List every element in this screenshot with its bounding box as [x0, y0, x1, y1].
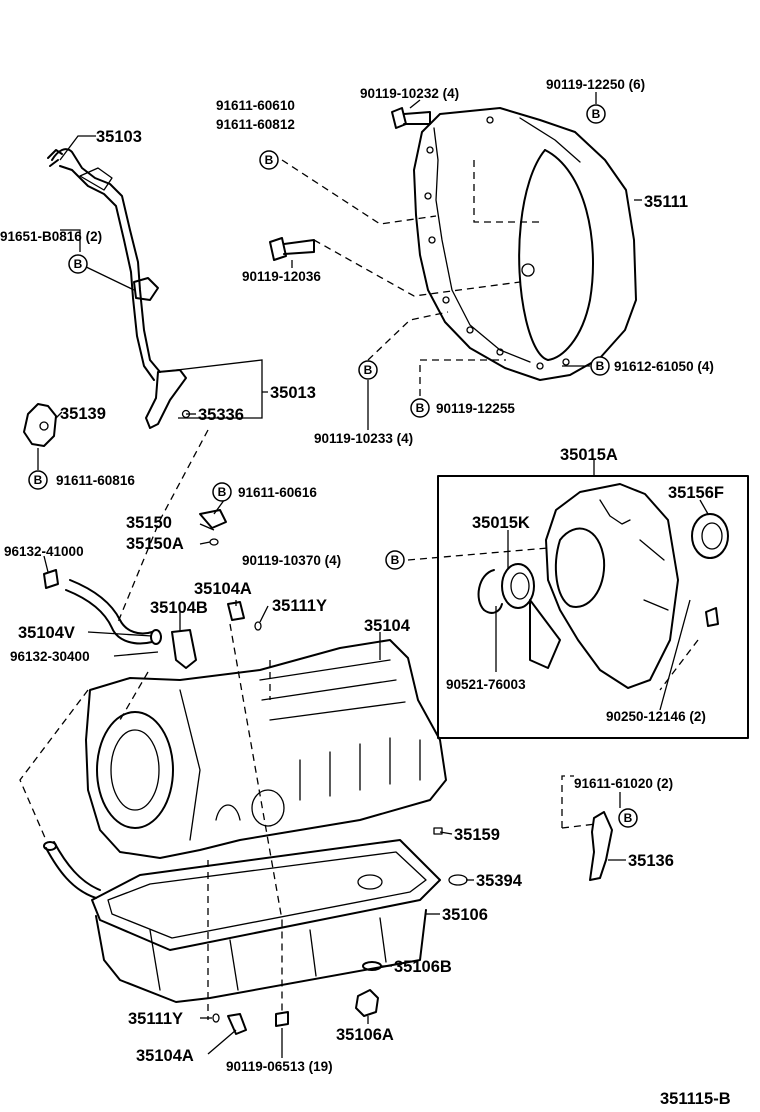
part-labels: 35103 91651-B0816 (2) 35013 35336 35139 …: [0, 77, 731, 1108]
label-35106b: 35106B: [394, 958, 452, 976]
b-marker: B: [385, 550, 405, 570]
assembly-lines: [19, 159, 699, 1020]
b-marker: B: [410, 398, 430, 418]
label-90119-12036: 90119-12036: [242, 269, 321, 284]
label-35111: 35111: [644, 193, 688, 211]
bolt-90119-12036-drawing: [269, 237, 315, 261]
label-35106a: 35106A: [336, 1026, 394, 1044]
label-91611-60812: 91611-60812: [216, 117, 295, 132]
transmission-housing-35111-drawing: [413, 107, 637, 381]
label-90119-10232: 90119-10232 (4): [360, 86, 459, 101]
label-35111y-bottom: 35111Y: [128, 1010, 183, 1028]
label-90119-06513: 90119-06513 (19): [226, 1059, 333, 1074]
svg-text:B: B: [218, 485, 227, 499]
label-35104: 35104: [364, 617, 411, 635]
filler-tube-drawing: [43, 841, 101, 899]
bolt-90119-10232-drawing: [391, 107, 431, 129]
dipstick-tube-drawing: [47, 148, 191, 429]
label-91611-61020: 91611-61020 (2): [574, 776, 673, 791]
label-91651-b0816: 91651-B0816 (2): [0, 229, 102, 244]
label-35104a-top: 35104A: [194, 580, 252, 598]
svg-text:B: B: [391, 553, 400, 567]
transmission-case-35104-drawing: [85, 639, 447, 859]
svg-text:B: B: [74, 257, 83, 271]
label-35336: 35336: [198, 406, 244, 424]
label-35394: 35394: [476, 872, 523, 890]
label-90119-12250: 90119-12250 (6): [546, 77, 645, 92]
b-marker: B: [28, 470, 48, 490]
oil-pan-35106-drawing: [91, 839, 441, 1003]
b-marker: B: [358, 360, 378, 380]
svg-text:B: B: [364, 363, 373, 377]
label-35139: 35139: [60, 405, 106, 423]
svg-text:B: B: [416, 401, 425, 415]
label-90250-12146: 90250-12146 (2): [606, 709, 706, 724]
label-91612-61050: 91612-61050 (4): [614, 359, 714, 374]
label-35103: 35103: [96, 128, 142, 146]
label-91611-60816: 91611-60816: [56, 473, 135, 488]
leader-lines: [37, 92, 709, 1058]
label-35159: 35159: [454, 826, 500, 844]
label-91611-60610: 91611-60610: [216, 98, 295, 113]
b-marker: B: [618, 808, 638, 828]
lever-35136-drawing: [589, 811, 613, 881]
diagram-code: 351115-B: [660, 1090, 731, 1108]
label-35104a-bottom: 35104A: [136, 1047, 194, 1065]
extension-housing-group: [437, 475, 749, 739]
svg-text:B: B: [265, 153, 274, 167]
svg-text:B: B: [624, 811, 633, 825]
label-35111y-top: 35111Y: [272, 597, 327, 615]
label-35106: 35106: [442, 906, 488, 924]
label-96132-30400: 96132-30400: [10, 649, 90, 664]
label-90521-76003: 90521-76003: [446, 677, 526, 692]
label-35104v: 35104V: [18, 624, 75, 642]
label-35015k: 35015K: [472, 514, 530, 532]
b-marker: B: [590, 356, 610, 376]
b-marker: B: [68, 254, 88, 274]
label-35150: 35150: [126, 514, 172, 532]
label-35013: 35013: [270, 384, 316, 402]
breather-hose-drawing: [43, 509, 262, 669]
bolt-markers: B B B B B B B B B B: [28, 104, 638, 828]
label-35150a: 35150A: [126, 535, 184, 553]
svg-text:B: B: [596, 359, 605, 373]
label-91611-60616: 91611-60616: [238, 485, 317, 500]
svg-text:B: B: [592, 107, 601, 121]
label-90119-10233: 90119-10233 (4): [314, 431, 413, 446]
label-96132-41000: 96132-41000: [4, 544, 84, 559]
svg-text:B: B: [34, 473, 43, 487]
label-35015a: 35015A: [560, 446, 618, 464]
bracket-35139-drawing: [23, 403, 57, 447]
label-90119-10370: 90119-10370 (4): [242, 553, 341, 568]
label-35156f: 35156F: [668, 484, 724, 502]
b-marker: B: [586, 104, 606, 124]
label-90119-12255: 90119-12255: [436, 401, 515, 416]
label-35104b: 35104B: [150, 599, 208, 617]
b-marker: B: [212, 482, 232, 502]
label-35136: 35136: [628, 852, 674, 870]
b-marker: B: [259, 150, 279, 170]
